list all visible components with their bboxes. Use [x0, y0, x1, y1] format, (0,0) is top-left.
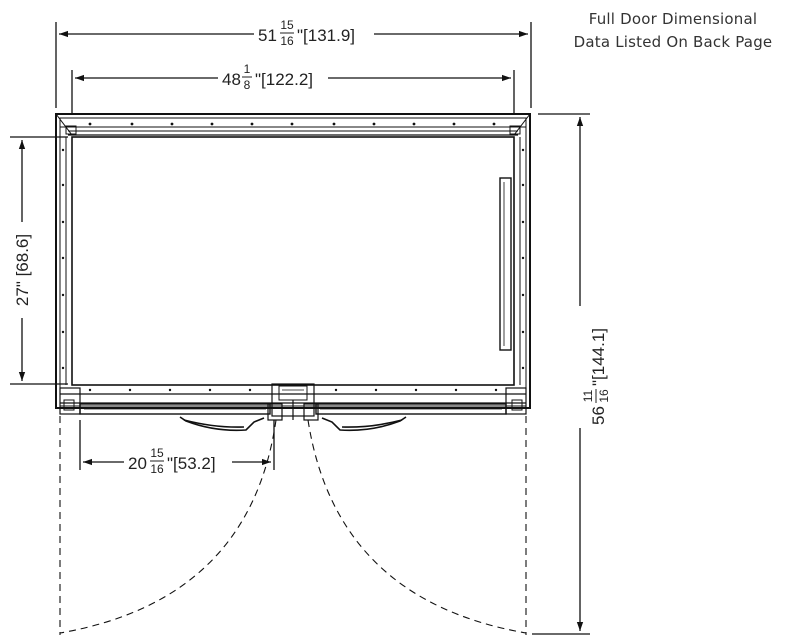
door-width-label: 20 15 16 "[53.2]	[128, 446, 216, 476]
svg-text:16: 16	[597, 389, 611, 403]
left-door-closed	[79, 403, 271, 415]
bottom-rail-fasteners	[88, 388, 498, 392]
svg-text:20: 20	[128, 454, 147, 473]
door-width-dimension	[79, 420, 275, 470]
interior-width-label: 48 1 8 "[122.2]	[222, 62, 313, 92]
svg-text:16: 16	[150, 462, 164, 476]
dimension-note-line-2: Data Listed On Back Page	[573, 33, 773, 51]
side-wall-fasteners	[61, 148, 525, 370]
svg-text:1: 1	[244, 62, 251, 76]
interior-depth-dimension	[10, 136, 68, 385]
svg-text:11: 11	[581, 389, 595, 402]
interior-depth-label: 27" [68.6]	[13, 234, 32, 306]
svg-text:51: 51	[258, 26, 277, 45]
svg-text:56: 56	[589, 406, 608, 425]
svg-text:8: 8	[244, 78, 251, 92]
door-frame	[59, 383, 527, 421]
right-door-closed	[315, 403, 507, 415]
svg-text:48: 48	[222, 70, 241, 89]
door-swing-paths	[59, 416, 527, 635]
svg-text:15: 15	[150, 446, 164, 460]
interior-compartment	[65, 136, 521, 386]
overall-width-dimension	[55, 22, 532, 108]
svg-text:"[53.2]: "[53.2]	[167, 454, 216, 473]
cabinet-body	[55, 113, 531, 409]
svg-text:"[144.1]: "[144.1]	[589, 328, 608, 386]
overall-depth-label: 56 11 16 "[144.1]	[581, 328, 611, 425]
svg-text:"[131.9]: "[131.9]	[297, 26, 355, 45]
dimension-note: Full Door Dimensional Data Listed On Bac…	[548, 8, 798, 54]
svg-text:16: 16	[280, 34, 294, 48]
svg-text:15: 15	[280, 18, 294, 32]
top-rail-fasteners	[88, 122, 496, 126]
overall-depth-dimension	[532, 113, 590, 635]
left-door-handle	[179, 416, 265, 432]
right-door-handle	[321, 416, 407, 432]
dimension-note-line-1: Full Door Dimensional	[588, 10, 758, 28]
evaporator-panel	[499, 177, 512, 351]
interior-width-dimension	[71, 70, 515, 114]
overall-width-label: 51 15 16 "[131.9]	[258, 18, 355, 48]
svg-text:"[122.2]: "[122.2]	[255, 70, 313, 89]
